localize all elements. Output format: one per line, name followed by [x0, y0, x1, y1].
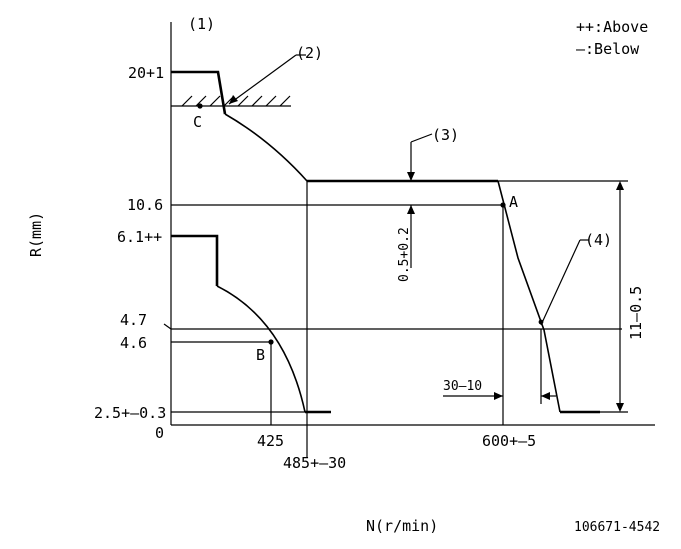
- dim-horiz-label: 30—10: [443, 379, 482, 394]
- upper-curve-decay: [224, 113, 308, 182]
- ylabel-zero: 0: [155, 424, 164, 442]
- lower-curve-decay: [216, 285, 306, 413]
- tick-4-7: [163, 323, 172, 330]
- callout-2: (2): [296, 44, 323, 62]
- point-4-dot: [538, 319, 544, 325]
- arrow-small-up: [407, 205, 415, 214]
- upper-curve-droop: [497, 180, 561, 413]
- ylabel-4-7: 4.7: [120, 311, 147, 329]
- dim-vert-small-label: 0.5+0.2: [397, 227, 412, 282]
- ylabel-6-1: 6.1++: [117, 228, 162, 246]
- ylabel-4-6: 4.6: [120, 334, 147, 352]
- arrow-small-down: [407, 172, 415, 181]
- xlabel-425: 425: [257, 432, 284, 450]
- callout-1: (1): [188, 15, 215, 33]
- xlabel-485: 485+—30: [283, 454, 346, 472]
- point-b-label: B: [256, 346, 265, 364]
- ylabel-2-5: 2.5+—0.3: [94, 404, 166, 422]
- point-b-dot: [268, 339, 274, 345]
- point-a-label: A: [509, 193, 518, 211]
- callout-3: (3): [432, 126, 459, 144]
- point-a-dot: [500, 202, 506, 208]
- dim-vert-big-label: 11—0.5: [627, 286, 645, 340]
- axis-ylabel: R(mm): [27, 212, 45, 257]
- lower-curve-step: [171, 234, 219, 286]
- leader-4: [540, 239, 581, 326]
- arrow-down-11: [616, 403, 624, 412]
- callout-4: (4): [585, 231, 612, 249]
- arrow-horiz-right: [494, 392, 503, 400]
- ylabel-20: 20+1: [128, 64, 164, 82]
- leader-3: [410, 133, 433, 143]
- axis-xlabel: N(r/min): [366, 517, 438, 535]
- point-c-label: C: [193, 113, 202, 131]
- point-c-dot: [197, 103, 203, 109]
- arrow-up-11: [616, 181, 624, 190]
- upper-curve-plateau-start: [171, 70, 227, 115]
- legend-above: ++:Above: [576, 18, 648, 36]
- xlabel-600: 600+—5: [482, 432, 536, 450]
- legend-below: —:Below: [576, 40, 640, 58]
- leader-2: [228, 54, 297, 105]
- stopper-hatch: [171, 95, 291, 107]
- leader-2-arrow: [229, 95, 238, 104]
- part-number: 106671-4542: [574, 520, 660, 535]
- arrow-horiz-left: [541, 392, 550, 400]
- ylabel-10-6: 10.6: [127, 196, 163, 214]
